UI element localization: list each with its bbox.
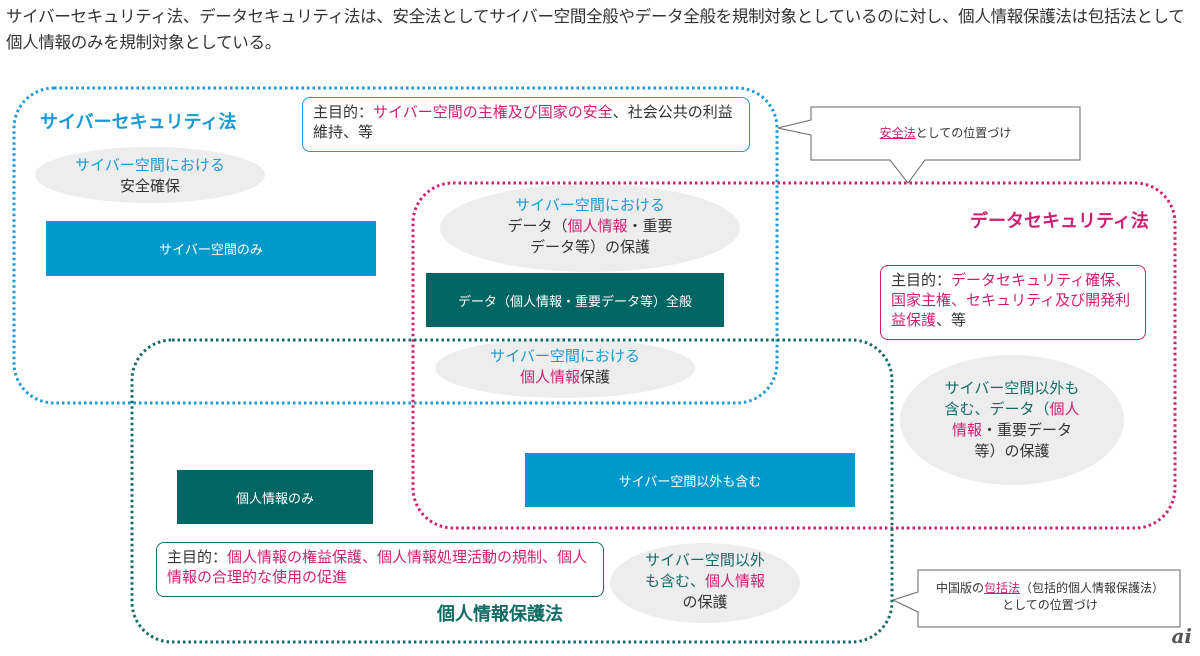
cloud-outside-pi [610,543,800,623]
data-purpose-box: 主目的：データセキュリティ確保、国家主権、セキュリティ及び開発利益保護、等 [880,265,1146,340]
callout-security-law-text: 安全法としての位置づけ [811,125,1080,142]
frame-personal-info-law [130,338,894,644]
text: 中国版の [935,581,984,595]
cloud-cyber-data [440,184,740,272]
cloud-line: 個人情報保護 [455,367,675,388]
box-outside-cyber: サイバー空間以外も含む [525,453,855,507]
text: 含む、データ（ [944,400,1050,418]
cyber-purpose-box: 主目的：サイバー空間の主権及び国家の安全、社会公共の利益維持、等 [302,97,750,152]
purpose-rest: 、等 [936,311,967,329]
text: データ（ [507,217,568,235]
cloud-line: サイバー空間以外 [645,551,765,569]
purpose-label: 主目的： [313,103,374,121]
cloud-line: データ等）の保護 [529,238,650,256]
clouds [35,147,1124,623]
purpose-highlight: データセキュリティ確保、国家主権、セキュリティ及び開発利益保護 [891,271,1131,329]
cloud-line: も含む、個人情報 [625,571,785,592]
callout-security-law-shape [777,106,1081,184]
text: 個人情報 [567,217,628,235]
text: 情報 [951,421,982,439]
cloud-line: 含む、データ（個人 [922,399,1102,420]
cloud-line: データ（個人情報・重要 [460,216,720,237]
intro-text: サイバーセキュリティ法、データセキュリティ法は、安全法としてサイバー空間全般やデ… [6,7,1185,52]
frame-data-security-law [411,181,1177,530]
box-cyber-only: サイバー空間のみ [46,221,376,276]
cloud-line: の保護 [682,593,728,611]
purpose-highlight: サイバー空間の主権及び国家の安全 [373,103,613,121]
cloud-cyber-safety [35,147,265,203]
callout-comprehensive-law-text: 中国版の包括法（包括的個人情報保護法）としての位置づけ [930,580,1170,614]
cloud-outside-pi-text: サイバー空間以外 も含む、個人情報 の保護 [625,550,785,613]
text: ・重要データ [982,421,1073,439]
purpose-label: 主目的： [891,271,952,289]
cloud-cyber-data-text: サイバー空間における データ（個人情報・重要 データ等）の保護 [460,195,720,258]
cloud-cyber-safety-text: サイバー空間における 安全確保 [40,155,260,197]
cloud-outside-data-text: サイバー空間以外も 含む、データ（個人 情報・重要データ 等）の保護 [922,378,1102,462]
underlined-term: 安全法 [879,126,916,140]
cloud-line: 安全確保 [119,177,180,195]
cloud-line: サイバー空間における [515,196,665,214]
cloud-line: 等）の保護 [974,442,1050,460]
purpose-highlight: 個人情報の権益保護、個人情報処理活動の規制、個人情報の合理的な使用の促進 [167,548,588,586]
purpose-label: 主目的： [167,548,228,566]
text: としての位置づけ [915,126,1012,140]
cyber-security-law-title: サイバーセキュリティ法 [40,112,237,133]
text: 個人情報 [519,368,580,386]
text: 保護 [580,368,611,386]
data-security-law-title: データセキュリティ法 [970,211,1149,232]
underlined-term: 包括法 [983,581,1020,595]
cloud-cyber-pi [435,338,695,398]
cloud-line: 情報・重要データ [922,420,1102,441]
cloud-line: サイバー空間以外も [944,379,1080,397]
pi-purpose-box: 主目的：個人情報の権益保護、個人情報処理活動の規制、個人情報の合理的な使用の促進 [156,542,604,597]
text: 個人 [1049,400,1080,418]
callout-comprehensive-law-shape [891,569,1181,628]
cloud-line: サイバー空間における [490,347,640,365]
box-pi-only: 個人情報のみ [177,470,373,524]
purpose-rest: 、社会公共の利益維持、等 [313,103,733,141]
text: （包括的個人情報保護法）としての位置づけ [1002,581,1165,612]
cloud-outside-data [900,355,1124,485]
ai-logo-icon: ai [1171,624,1192,648]
text: も含む、 [644,572,705,590]
text: ・重要 [627,217,673,235]
cloud-cyber-pi-text: サイバー空間における 個人情報保護 [455,346,675,388]
personal-info-law-title: 個人情報保護法 [437,604,563,625]
text: 個人情報 [705,572,766,590]
cloud-line: サイバー空間における [75,156,225,174]
frame-cyber-security-law [12,86,779,405]
box-data-general: データ（個人情報・重要データ等）全般 [426,273,724,327]
